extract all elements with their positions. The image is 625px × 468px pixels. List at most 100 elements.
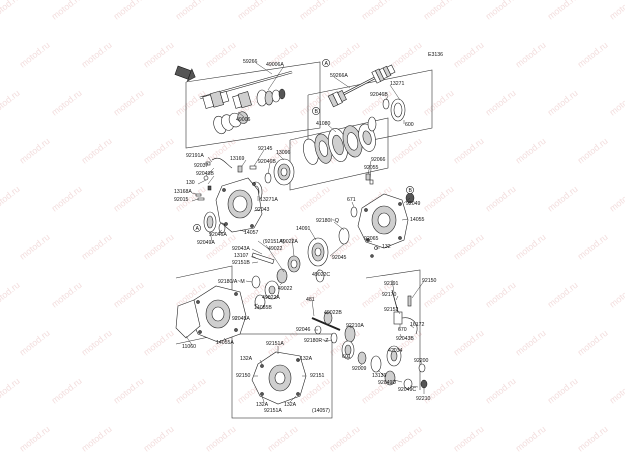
watermark-text: motod.ru bbox=[142, 136, 176, 166]
watermark-text: motod.ru bbox=[360, 0, 394, 22]
watermark-text: motod.ru bbox=[0, 88, 22, 118]
callout-42034: 42034 bbox=[388, 348, 403, 354]
callout-49006A: 49006A bbox=[266, 62, 284, 68]
watermark-text: motod.ru bbox=[174, 376, 208, 406]
inset-gear-case bbox=[251, 351, 307, 405]
watermark-text: motod.ru bbox=[514, 328, 548, 358]
ring-gear-41080 bbox=[303, 123, 376, 165]
watermark-text: motod.ru bbox=[112, 376, 146, 406]
callout-92191: 92191 bbox=[384, 281, 399, 287]
callout-49022: 49022 bbox=[268, 246, 283, 252]
callout-92180A-M: 92180/A~M bbox=[218, 279, 245, 285]
callout-92046B-mid: 92046B bbox=[258, 159, 276, 165]
watermark-text: motod.ru bbox=[608, 376, 625, 406]
watermark-text: motod.ru bbox=[484, 376, 518, 406]
inset-callout-92151: 92151 bbox=[310, 373, 325, 379]
watermark-text: motod.ru bbox=[576, 232, 610, 262]
callout-92009: 92009 bbox=[352, 366, 367, 372]
svg-text:A: A bbox=[325, 61, 329, 67]
callout-49022B: 49022B bbox=[324, 310, 342, 316]
callout-92049C: 92049C bbox=[398, 387, 416, 393]
callout-92049A: 92049A bbox=[197, 240, 215, 246]
front-direction-icon bbox=[174, 65, 196, 82]
watermark-text: motod.ru bbox=[514, 40, 548, 70]
callout-92043: 92043 bbox=[255, 207, 270, 213]
callout-132-right: 132 bbox=[382, 244, 391, 250]
gear-case-14055A bbox=[189, 285, 247, 343]
collar-92066 bbox=[365, 173, 374, 185]
reference-marker-b-top: B bbox=[312, 107, 320, 115]
callout-59266: 59266 bbox=[243, 59, 258, 65]
plug-92210 bbox=[420, 379, 428, 389]
watermark-text: motod.ru bbox=[298, 280, 332, 310]
watermark-text: motod.ru bbox=[546, 376, 580, 406]
callout-92066: 92066 bbox=[371, 157, 386, 163]
callout-92152: 92152 bbox=[384, 307, 399, 313]
svg-text:B: B bbox=[409, 188, 413, 194]
watermark-text: motod.ru bbox=[18, 328, 52, 358]
small-parts-left bbox=[195, 175, 212, 201]
callout-92049-right: 92049 bbox=[406, 201, 421, 207]
watermark-text: motod.ru bbox=[546, 280, 580, 310]
callout-13139: 13139 bbox=[372, 373, 387, 379]
gear-case-14055 bbox=[357, 193, 409, 249]
watermark-text: motod.ru bbox=[484, 184, 518, 214]
watermark-text: motod.ru bbox=[0, 184, 22, 214]
sensor-assembly-92191 bbox=[391, 289, 418, 335]
watermark-text: motod.ru bbox=[0, 376, 22, 406]
callout-92043A: 92043A bbox=[232, 246, 250, 252]
callout-14055B: 14055B bbox=[254, 305, 272, 311]
watermark-text: motod.ru bbox=[608, 88, 625, 118]
inset-callout-92150: 92150 bbox=[236, 373, 251, 379]
breather-92191A bbox=[205, 157, 233, 169]
callout-92065: 92065 bbox=[364, 236, 379, 242]
watermark-text: motod.ru bbox=[422, 0, 456, 22]
frame-upper-left-shaft bbox=[185, 61, 321, 149]
callout-92151B: 92151B bbox=[232, 260, 250, 266]
callout-13107: 13107 bbox=[234, 253, 249, 259]
watermark-text: motod.ru bbox=[204, 424, 238, 454]
leader-lines bbox=[185, 62, 425, 403]
watermark-text: motod.ru bbox=[576, 328, 610, 358]
watermark-text: motod.ru bbox=[112, 184, 146, 214]
watermark-text: motod.ru bbox=[142, 232, 176, 262]
callout-92150-right: 92150 bbox=[422, 278, 437, 284]
drive-shaft-59266 bbox=[199, 70, 293, 109]
watermark-text: motod.ru bbox=[452, 136, 486, 166]
watermark-text: motod.ru bbox=[422, 184, 456, 214]
callout-92055: 92055 bbox=[364, 165, 379, 171]
gear-49022 bbox=[276, 268, 288, 284]
callout-13096: 13096 bbox=[276, 150, 291, 156]
callout-92049D: 92049D bbox=[378, 380, 396, 386]
watermark-text: motod.ru bbox=[452, 328, 486, 358]
watermark-text: motod.ru bbox=[514, 232, 548, 262]
watermark-text: motod.ru bbox=[80, 424, 114, 454]
reference-marker-a-left: A bbox=[193, 224, 201, 232]
watermark-text: motod.ru bbox=[484, 88, 518, 118]
callout-92037: 92037 bbox=[194, 163, 209, 169]
callout-49006: 49006 bbox=[236, 117, 251, 123]
watermark-text: motod.ru bbox=[608, 0, 625, 22]
watermark-text: motod.ru bbox=[576, 40, 610, 70]
watermark-text: motod.ru bbox=[514, 424, 548, 454]
callout-14055: 14055 bbox=[410, 217, 425, 223]
watermark-text: motod.ru bbox=[452, 40, 486, 70]
svg-text:A: A bbox=[196, 226, 200, 232]
watermark-text: motod.ru bbox=[18, 424, 52, 454]
watermark-text: motod.ru bbox=[328, 424, 362, 454]
inset-callout-92151A-bot: 92151A bbox=[264, 408, 282, 414]
callout-92170: 92170 bbox=[382, 292, 397, 298]
watermark-text: motod.ru bbox=[80, 40, 114, 70]
callout-13168A: 13168A bbox=[174, 189, 192, 195]
callout-601: 601 bbox=[342, 354, 351, 360]
watermark-text: motod.ru bbox=[452, 424, 486, 454]
shim-92180RZ bbox=[330, 332, 338, 344]
gear-49022A bbox=[287, 255, 301, 273]
watermark-text: motod.ru bbox=[576, 424, 610, 454]
shaft-481 bbox=[311, 317, 341, 331]
watermark-text: motod.ru bbox=[546, 0, 580, 22]
callout-92180R-Z: 92180R~Z bbox=[304, 338, 328, 344]
bearing-601 bbox=[341, 340, 355, 360]
watermark-text: motod.ru bbox=[50, 280, 84, 310]
